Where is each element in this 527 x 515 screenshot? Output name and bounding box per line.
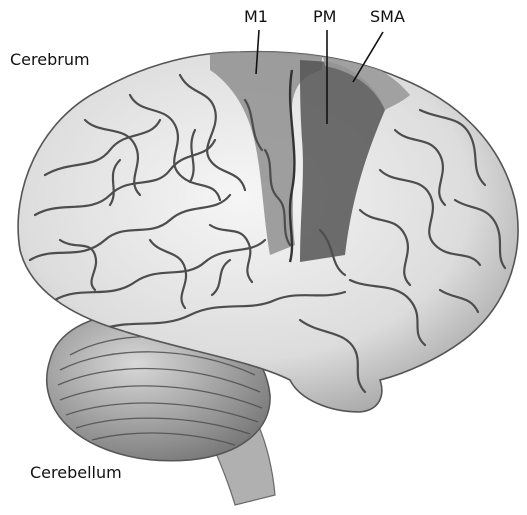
- sma-label: SMA: [370, 9, 405, 25]
- pm-label: PM: [313, 9, 336, 25]
- cerebellum-label: Cerebellum: [30, 465, 122, 481]
- m1-label: M1: [244, 9, 268, 25]
- cerebrum-label: Cerebrum: [10, 52, 90, 68]
